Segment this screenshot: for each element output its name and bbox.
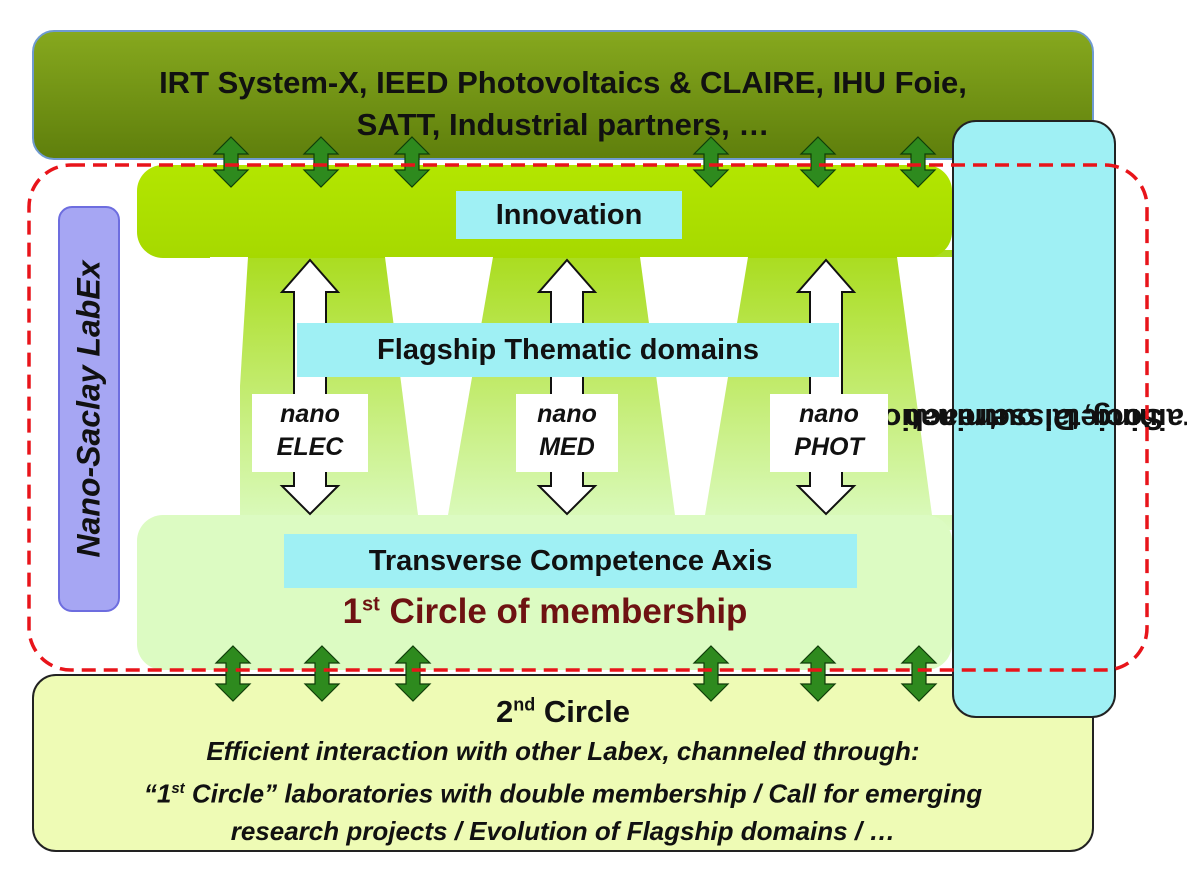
domain-nano-phot: nano PHOT xyxy=(770,394,888,472)
second-circle-description: Efficient interaction with other Labex, … xyxy=(60,733,1066,850)
training-line-2: Societal outreach xyxy=(904,402,1164,437)
second-circle-line-1: Efficient interaction with other Labex, … xyxy=(206,736,920,766)
second-circle-line-2: “1st Circle” laboratories with double me… xyxy=(143,778,983,809)
partners-box xyxy=(32,30,1094,160)
flagship-label: Flagship Thematic domains xyxy=(297,323,839,377)
second-circle-title: 2nd Circle xyxy=(495,694,631,729)
second-circle-box xyxy=(32,674,1094,852)
labex-label: Nano-Saclay LabEx xyxy=(70,260,107,558)
partners-line-1: IRT System-X, IEED Photovoltaics & CLAIR… xyxy=(159,65,967,100)
partners-text: IRT System-X, IEED Photovoltaics & CLAIR… xyxy=(32,62,1094,146)
transverse-label: Transverse Competence Axis xyxy=(284,534,857,588)
second-circle-line-3: research projects / Evolution of Flagshi… xyxy=(230,815,896,846)
domain-nano-med: nano MED xyxy=(516,394,618,472)
partners-line-2: SATT, Industrial partners, … xyxy=(356,107,770,142)
first-circle-title: 1st Circle of membership xyxy=(342,592,748,631)
domain-nano-elec: nano ELEC xyxy=(252,394,368,472)
innovation-label: Innovation xyxy=(456,191,682,239)
training-label: Training, Dissemination,Societal outreac… xyxy=(855,120,1187,718)
